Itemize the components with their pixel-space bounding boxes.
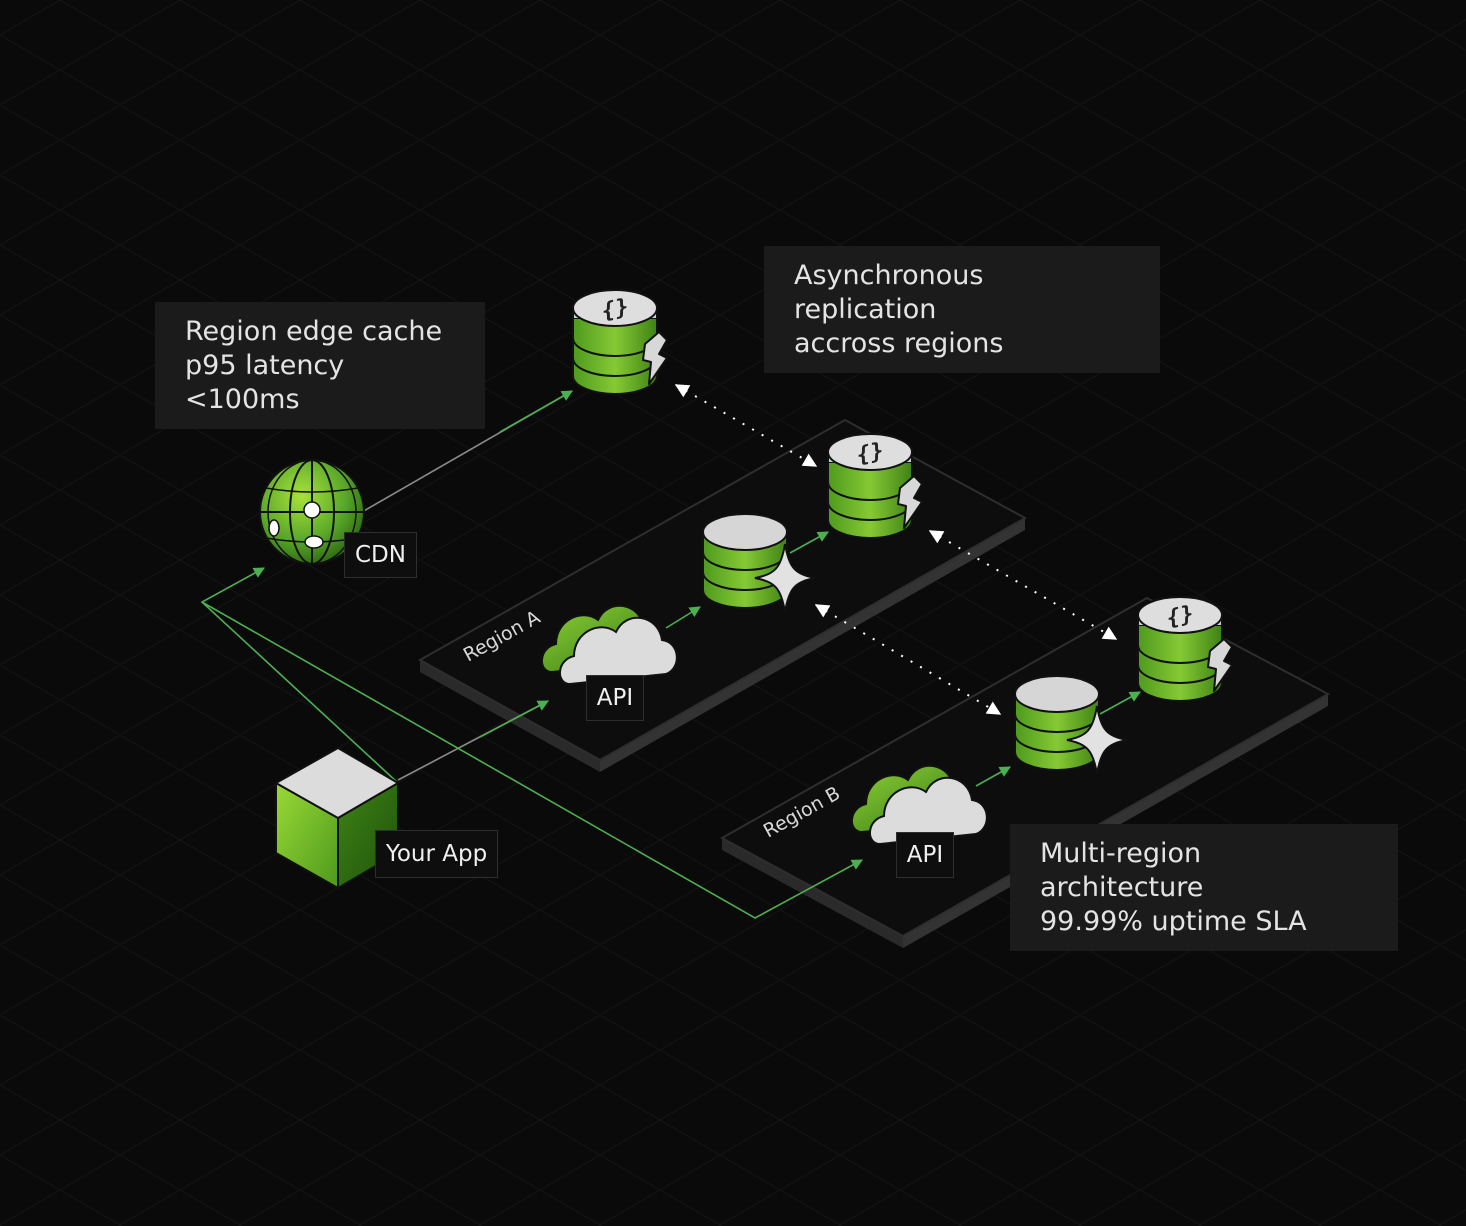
curly-braces-database-icon <box>1137 596 1233 702</box>
replication-annotation: Asynchronous replication accross regions <box>764 246 1160 373</box>
cube-icon <box>273 746 400 890</box>
your-app-label: Your App <box>375 830 498 878</box>
multi-region-line2: 99.99% uptime SLA <box>1040 905 1307 937</box>
edge-cache-line1: Region edge cache <box>185 315 443 347</box>
multi-region-line1: Multi-region architecture <box>1040 837 1204 903</box>
replication-line1: Asynchronous replication <box>794 259 984 325</box>
curly-braces-database-icon <box>827 433 923 539</box>
api-a-label: API <box>586 675 644 721</box>
globe-icon <box>259 459 365 565</box>
connectors <box>200 384 1141 919</box>
api-b-label: API <box>896 832 954 878</box>
connector-app-to-api-b <box>201 601 863 919</box>
edge-cache-annotation: Region edge cache p95 latency <100ms <box>155 302 485 429</box>
replication-line2: accross regions <box>794 327 1004 359</box>
edge-cache-line2: p95 latency <100ms <box>185 349 345 415</box>
cdn-label: CDN <box>344 532 417 578</box>
curly-braces-database-icon <box>572 289 668 395</box>
multi-region-annotation: Multi-region architecture 99.99% uptime … <box>1010 824 1398 951</box>
connector-cdn-to-cache-arrow <box>499 390 573 433</box>
